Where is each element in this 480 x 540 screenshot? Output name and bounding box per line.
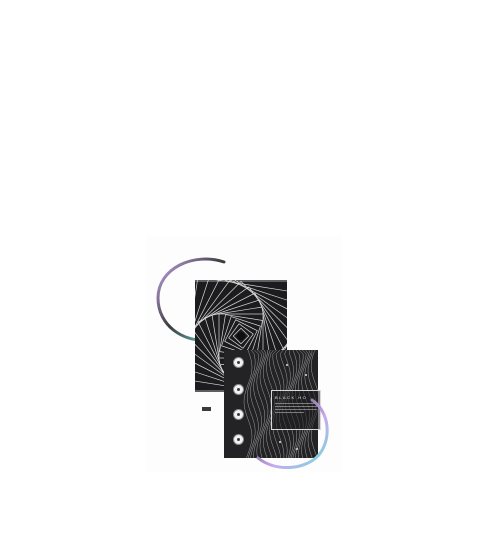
nav-button-3[interactable] <box>233 409 244 420</box>
panel-title: BLACK HO <box>275 395 308 400</box>
nav-button-1[interactable] <box>233 357 244 368</box>
spiral-card[interactable] <box>195 280 287 392</box>
panel-text-line <box>275 403 317 404</box>
sparkle-dot <box>286 364 288 366</box>
sparkle-dot <box>305 374 307 376</box>
small-tag <box>202 407 211 411</box>
sparkle-dot <box>296 448 298 450</box>
nav-button-2[interactable] <box>233 384 244 395</box>
sparkle-dot <box>279 441 281 443</box>
panel-text-line <box>275 406 317 407</box>
panel-text-line <box>275 409 317 410</box>
nav-button-4[interactable] <box>233 434 244 445</box>
info-panel: BLACK HO <box>271 390 321 430</box>
panel-text-line <box>275 412 305 413</box>
